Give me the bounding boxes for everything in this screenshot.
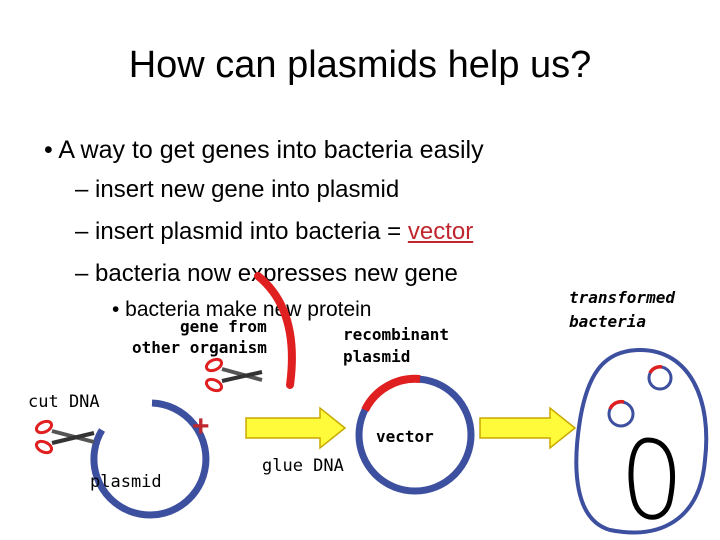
vector-term: vector <box>407 218 474 245</box>
main-bullet: • A way to get genes into bacteria easil… <box>44 136 484 164</box>
cut-dna-label: cut DNA <box>28 392 100 412</box>
recombinant-label: recombinant <box>343 325 449 344</box>
recombinant-gene-insert <box>361 374 421 412</box>
sub-bullet-2-text: – insert plasmid into bacteria = <box>75 218 408 245</box>
slide-title: How can plasmids help us? <box>128 44 592 86</box>
gene-fragment <box>254 272 296 389</box>
arrow-right-2 <box>479 406 577 450</box>
vector-label: vector <box>376 427 434 446</box>
arrow-right-1 <box>245 406 347 450</box>
transformed-plasmid-1 <box>647 365 673 391</box>
other-organism-label: other organism <box>132 338 267 357</box>
bacterial-chromosome <box>628 437 675 520</box>
glue-dna-label: glue DNA <box>262 456 344 476</box>
bacterium-cell <box>574 347 709 535</box>
bacteria-label: bacteria <box>569 312 647 331</box>
recombinant-plasmid-label: plasmid <box>343 347 411 366</box>
scissors-icon <box>34 419 95 455</box>
plus-sign: + <box>192 410 210 443</box>
sub-bullet-1: – insert new gene into plasmid <box>75 176 399 204</box>
transformed-label: transformed <box>569 288 675 307</box>
sub-bullet-1-text: – insert new gene into plasmid <box>75 176 400 203</box>
plasmid-ring-cut <box>90 399 210 519</box>
gene-from-label: gene from <box>180 317 267 336</box>
transformed-plasmid-2 <box>607 399 635 428</box>
plasmid-label: plasmid <box>90 472 162 492</box>
sub-bullet-2: – insert plasmid into bacteria = vector <box>75 218 473 246</box>
scissors-icon <box>204 357 263 393</box>
sub-sub-bullet: • bacteria make new protein <box>112 298 372 321</box>
